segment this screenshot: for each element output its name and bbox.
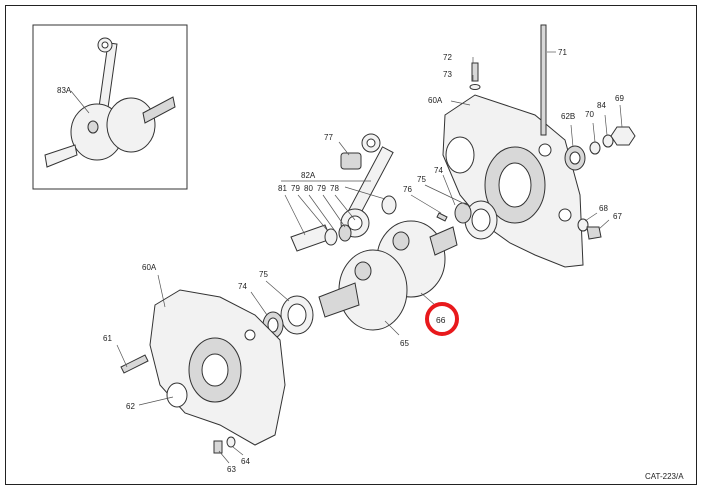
- bolt-61: [120, 354, 149, 374]
- callout-61: 61: [103, 334, 112, 343]
- callout-64: 64: [241, 457, 250, 466]
- leader-lines: [116, 51, 623, 464]
- callout-66: 66: [436, 315, 446, 325]
- callout-71: 71: [558, 48, 567, 57]
- callout-68: 68: [599, 204, 608, 213]
- callout-77: 77: [324, 133, 333, 142]
- callout-65: 65: [400, 339, 409, 348]
- callout-78: 78: [330, 184, 339, 193]
- callout-76: 76: [403, 185, 412, 194]
- spacer-70: [589, 141, 601, 155]
- washer-68: [577, 218, 589, 232]
- callout-84: 84: [597, 101, 606, 110]
- diagram-frame: 83A: [5, 5, 697, 485]
- washer-64: [226, 436, 236, 448]
- callout-80: 80: [304, 184, 313, 193]
- washer: [469, 84, 481, 90]
- bleed-screw: [471, 62, 479, 82]
- seal-right: [454, 202, 472, 224]
- highlight-66[interactable]: 66: [425, 302, 459, 336]
- screw-63: [213, 440, 223, 454]
- callout-62b: 62B: [561, 112, 575, 121]
- callout-82a: 82A: [301, 171, 316, 180]
- callout-60a-left: 60A: [142, 263, 157, 272]
- callout-73: 73: [443, 70, 452, 79]
- callout-79b: 79: [317, 184, 326, 193]
- callout-62: 62: [126, 402, 135, 411]
- key-76: [436, 212, 448, 222]
- callout-60a-right: 60A: [428, 96, 443, 105]
- callout-70: 70: [585, 110, 594, 119]
- callouts: 71 72 73 60A 62B 70 84 69 77 82A 81 79 8…: [103, 48, 624, 474]
- drawing-code: CAT-223/A: [645, 472, 684, 481]
- callout-75-left: 75: [259, 270, 268, 279]
- callout-79a: 79: [291, 184, 300, 193]
- callout-63: 63: [227, 465, 236, 474]
- washer-84: [602, 134, 614, 148]
- plug-67: [586, 226, 602, 240]
- callout-67: 67: [613, 212, 622, 221]
- inset-crankshaft: 83A: [32, 24, 188, 190]
- left-crankcase: [149, 289, 286, 446]
- nut-69: [610, 126, 636, 146]
- right-crankcase: [442, 94, 584, 268]
- callout-74-right: 74: [434, 166, 443, 175]
- inset-label: 83A: [57, 86, 72, 95]
- callout-72: 72: [443, 53, 452, 62]
- highlight-ring: [425, 302, 459, 336]
- callout-81: 81: [278, 184, 287, 193]
- callout-69: 69: [615, 94, 624, 103]
- crank-half-65: [318, 249, 408, 331]
- callout-75-right: 75: [417, 175, 426, 184]
- conrod-assembly: [290, 133, 397, 252]
- stud: [540, 24, 547, 136]
- callout-74-left: 74: [238, 282, 247, 291]
